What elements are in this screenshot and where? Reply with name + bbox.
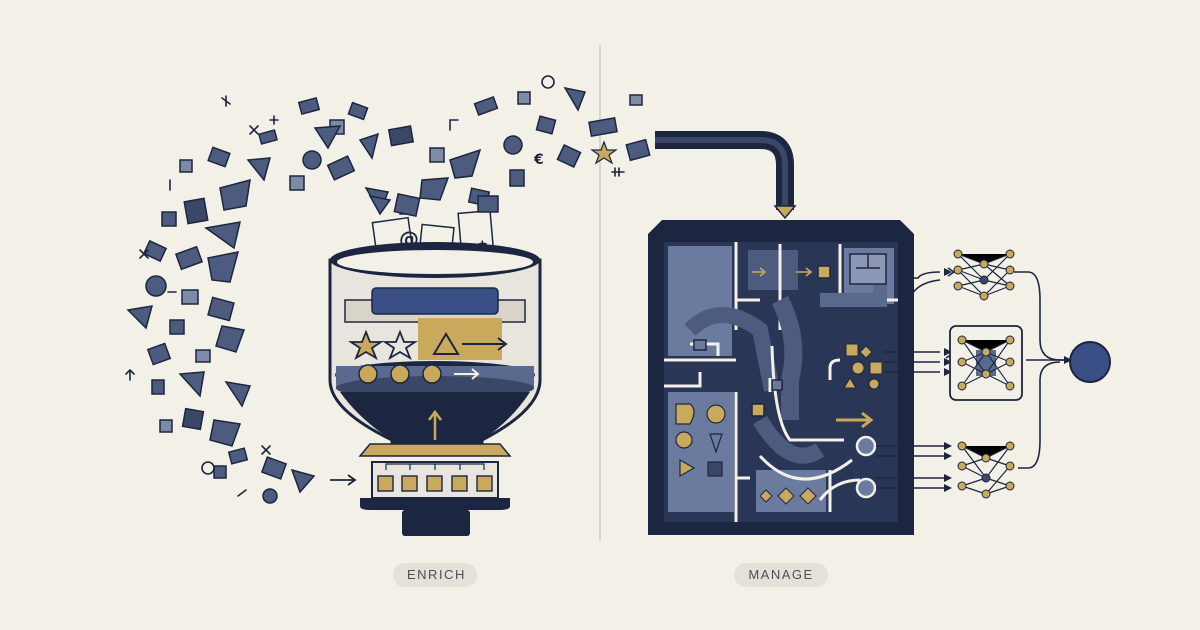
manage-processor xyxy=(648,220,914,535)
mini-unit xyxy=(849,253,887,285)
symbol-cluster xyxy=(843,343,883,390)
stage-label-manage: MANAGE xyxy=(734,563,828,587)
circle-icon xyxy=(358,364,442,384)
up-arrow-icon xyxy=(428,409,442,440)
output-cells xyxy=(377,475,493,492)
output-connectors xyxy=(876,267,1070,489)
arrow-icon xyxy=(454,368,480,380)
neural-network-icon xyxy=(953,249,1015,301)
valves xyxy=(855,435,877,499)
enrich-funnel xyxy=(328,242,542,536)
diamond-row xyxy=(759,487,817,505)
output-arrowheads xyxy=(944,268,1072,492)
svg-text:€: € xyxy=(533,152,544,168)
input-arrow-icon xyxy=(330,474,357,486)
star-icon xyxy=(590,140,618,165)
arrow-icon xyxy=(796,267,813,277)
scattered-data-fragments xyxy=(126,86,651,504)
input-pipe xyxy=(655,131,797,220)
star-icon xyxy=(348,329,384,361)
triangle-icon xyxy=(432,332,460,355)
compartment-symbols xyxy=(675,403,726,478)
output-node xyxy=(1069,341,1111,383)
neural-network-icon xyxy=(949,325,1023,401)
arrow-icon xyxy=(752,267,767,277)
neural-network-icon xyxy=(957,441,1015,499)
scatter-glyphs xyxy=(125,75,625,497)
star-icon xyxy=(382,329,418,361)
stage-label-enrich: ENRICH xyxy=(393,563,477,587)
arrow-icon xyxy=(836,411,874,429)
arrow-icon xyxy=(462,337,508,351)
